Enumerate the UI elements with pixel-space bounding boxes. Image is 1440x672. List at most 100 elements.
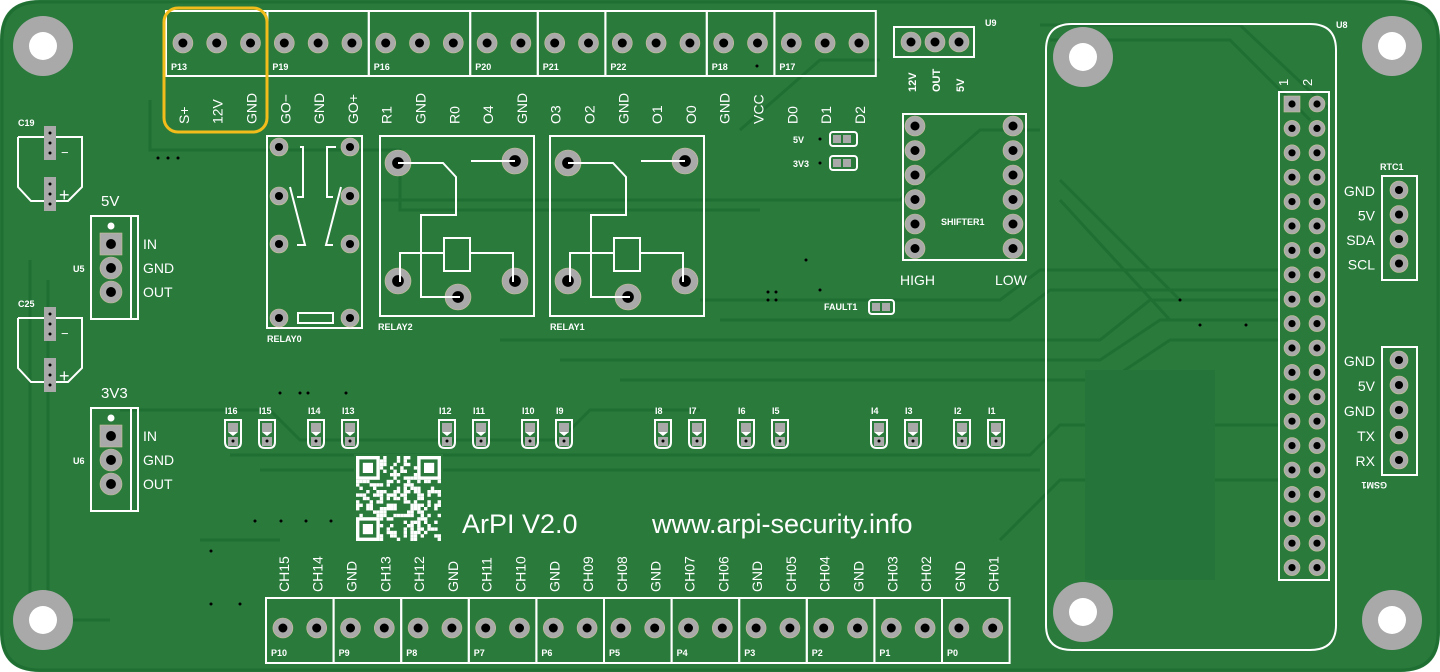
terminal-pin[interactable] xyxy=(611,32,633,54)
input-led-i1[interactable]: I1 xyxy=(987,406,1005,449)
terminal-pin[interactable] xyxy=(240,32,261,54)
terminal-pin[interactable] xyxy=(272,617,294,639)
gpio-pin[interactable] xyxy=(1308,95,1326,113)
regulator-pin[interactable] xyxy=(99,256,123,280)
input-led-i13[interactable]: I13 xyxy=(341,406,359,449)
u9-pin[interactable] xyxy=(900,31,922,53)
rtc-pin[interactable] xyxy=(1389,205,1409,224)
shifter-pin[interactable] xyxy=(1002,164,1024,186)
terminal-pin[interactable] xyxy=(679,32,701,54)
terminal-pin[interactable] xyxy=(914,617,936,639)
gpio-pin[interactable] xyxy=(1308,388,1326,406)
gpio-pin[interactable] xyxy=(1283,437,1301,454)
input-led-i15[interactable]: I15 xyxy=(258,406,276,449)
gpio-pin[interactable] xyxy=(1308,437,1326,454)
gpio-pin[interactable] xyxy=(1308,412,1326,430)
input-led-i16[interactable]: I16 xyxy=(224,406,242,449)
gpio-pin[interactable] xyxy=(1308,486,1326,503)
terminal-pin[interactable] xyxy=(172,32,194,54)
shifter-pin[interactable] xyxy=(904,189,926,210)
gpio-pin[interactable] xyxy=(1283,461,1301,479)
relay-pin[interactable] xyxy=(554,267,582,295)
gpio-pin[interactable] xyxy=(1308,217,1326,235)
terminal-pin[interactable] xyxy=(510,32,532,54)
shifter-pin[interactable] xyxy=(904,164,926,186)
terminal-pin[interactable] xyxy=(306,617,328,639)
gpio-pin[interactable] xyxy=(1308,559,1326,576)
gsm-pin[interactable] xyxy=(1389,425,1409,445)
rtc-pin[interactable] xyxy=(1389,254,1409,273)
gsm-pin[interactable] xyxy=(1389,350,1409,370)
terminal-pin[interactable] xyxy=(441,617,463,639)
terminal-pin[interactable] xyxy=(442,32,464,54)
gpio-pin[interactable] xyxy=(1283,388,1301,406)
terminal-pin[interactable] xyxy=(409,32,430,54)
shifter-pin[interactable] xyxy=(1002,189,1024,210)
terminal-pin[interactable] xyxy=(814,32,836,54)
terminal-pin[interactable] xyxy=(273,32,295,54)
shifter-pin[interactable] xyxy=(904,213,926,235)
gpio-pin[interactable] xyxy=(1308,315,1326,332)
gpio-pin[interactable] xyxy=(1308,242,1326,259)
gpio-header[interactable]: 1 2 xyxy=(1276,79,1330,581)
gpio-pin[interactable] xyxy=(1308,144,1326,162)
gpio-pin[interactable] xyxy=(1283,217,1301,235)
terminal-pin[interactable] xyxy=(307,32,329,54)
gpio-pin[interactable] xyxy=(1308,290,1326,308)
terminal-pin[interactable] xyxy=(747,32,768,54)
terminal-pin[interactable] xyxy=(948,617,970,639)
terminal-pin[interactable] xyxy=(509,617,530,639)
gpio-pin[interactable] xyxy=(1283,534,1301,552)
terminal-pin[interactable] xyxy=(544,32,566,54)
shifter-pin[interactable] xyxy=(904,238,926,259)
relay-pin[interactable] xyxy=(269,186,289,206)
gpio-pin[interactable] xyxy=(1283,315,1301,332)
shifter-pin[interactable] xyxy=(1002,115,1024,137)
fault-led[interactable]: FAULT1 xyxy=(824,299,895,315)
terminal-pin[interactable] xyxy=(713,32,735,54)
terminal-pin[interactable] xyxy=(678,617,699,639)
relay-pin[interactable] xyxy=(340,137,360,157)
relay-pin[interactable] xyxy=(384,267,412,295)
gpio-pin[interactable] xyxy=(1308,461,1326,479)
terminal-pin[interactable] xyxy=(340,617,361,639)
terminal-pin[interactable] xyxy=(880,617,902,639)
gpio-pin[interactable] xyxy=(1308,510,1326,528)
relay1[interactable]: RELAY1 xyxy=(549,135,705,332)
power-led-3v3[interactable]: 3V3 xyxy=(793,155,858,171)
power-led-5v[interactable]: 5V xyxy=(793,131,858,147)
capacitor-c19[interactable]: C19−+ xyxy=(17,118,83,211)
input-led-i6[interactable]: I6 xyxy=(737,406,755,449)
terminal-pin[interactable] xyxy=(711,617,733,639)
gsm-pin[interactable] xyxy=(1389,400,1409,420)
level-shifter[interactable]: SHIFTER1 HIGH LOW xyxy=(900,113,1028,288)
gpio-pin[interactable] xyxy=(1283,510,1301,528)
input-led-i14[interactable]: I14 xyxy=(307,406,325,449)
rtc-pin[interactable] xyxy=(1389,229,1409,249)
rtc-pin[interactable] xyxy=(1389,180,1409,200)
gpio-pin[interactable] xyxy=(1283,486,1301,503)
gpio-pin[interactable] xyxy=(1283,290,1301,308)
gpio-pin[interactable] xyxy=(1283,242,1301,259)
gpio-pin[interactable] xyxy=(1283,364,1301,381)
terminal-pin[interactable] xyxy=(847,617,868,639)
terminal-pin[interactable] xyxy=(476,32,498,54)
gpio-pin[interactable] xyxy=(1283,168,1301,186)
gpio-pin[interactable] xyxy=(1308,168,1326,186)
gpio-pin[interactable] xyxy=(1308,266,1326,284)
terminal-pin[interactable] xyxy=(542,617,564,639)
relay-pin[interactable] xyxy=(269,137,289,157)
relay-pin[interactable] xyxy=(269,234,289,254)
relay-pin[interactable] xyxy=(340,234,360,254)
gpio-pin[interactable] xyxy=(1308,120,1326,137)
